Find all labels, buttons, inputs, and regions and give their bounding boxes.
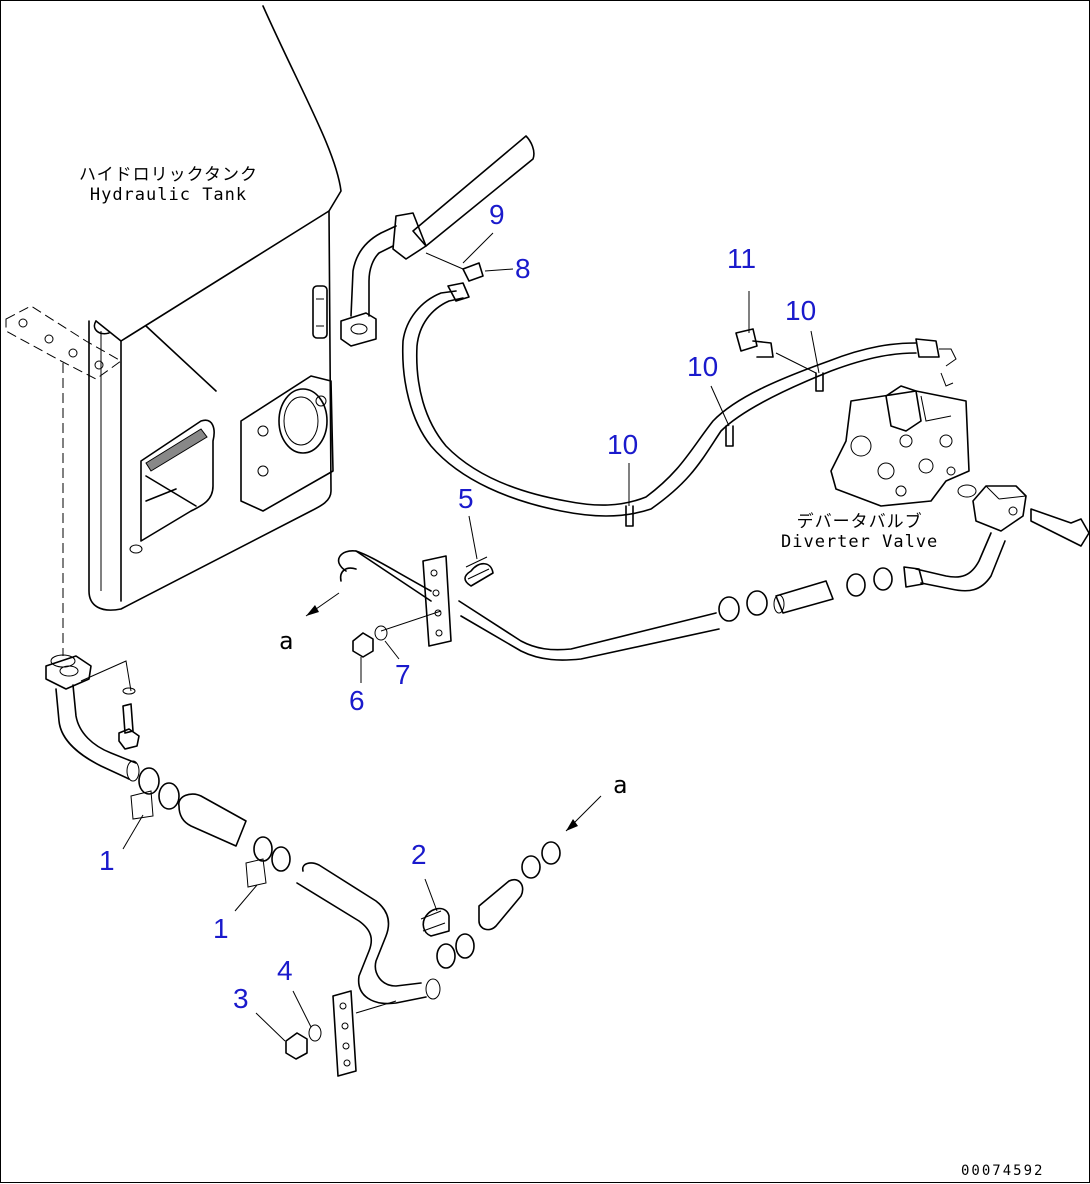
callout-10: 10 bbox=[785, 295, 817, 326]
lower-pipe-assembly bbox=[45, 655, 602, 1077]
callout-3: 3 bbox=[233, 983, 249, 1014]
callout-6: 6 bbox=[349, 685, 365, 716]
callout-2: 2 bbox=[411, 839, 427, 870]
valve-caption-en: Diverter Valve bbox=[781, 531, 939, 552]
callout-5: 5 bbox=[458, 483, 474, 514]
hose-line bbox=[401, 282, 957, 527]
callout-8: 8 bbox=[515, 253, 531, 284]
callout-4: 4 bbox=[277, 955, 293, 986]
hydraulic-tank bbox=[88, 5, 342, 611]
callout-7: 7 bbox=[395, 659, 411, 690]
drawing-code: 00074592 bbox=[961, 1163, 1045, 1179]
leader-lines bbox=[122, 232, 820, 1042]
valve-caption-jp: デバータバルブ bbox=[796, 512, 923, 532]
callout-1: 1 bbox=[213, 913, 229, 944]
valve-caption: デバータバルブ Diverter Valve bbox=[781, 512, 939, 552]
tank-caption-jp: ハイドロリックタンク bbox=[79, 165, 258, 185]
callout-1: 1 bbox=[99, 845, 115, 876]
reference-mark-a: a bbox=[279, 627, 294, 655]
callout-10: 10 bbox=[607, 429, 639, 460]
callout-11: 11 bbox=[727, 243, 757, 274]
callout-10: 10 bbox=[687, 351, 719, 382]
gasket-plate bbox=[5, 305, 122, 668]
upper-pipe-assembly bbox=[340, 135, 535, 347]
middle-pipe-assembly bbox=[305, 550, 924, 661]
reference-mark-a: a bbox=[613, 771, 628, 799]
tank-caption-en: Hydraulic Tank bbox=[89, 184, 248, 205]
callout-9: 9 bbox=[489, 199, 505, 230]
diverter-valve bbox=[830, 372, 1090, 592]
tank-caption: ハイドロリックタンク Hydraulic Tank bbox=[79, 165, 258, 205]
